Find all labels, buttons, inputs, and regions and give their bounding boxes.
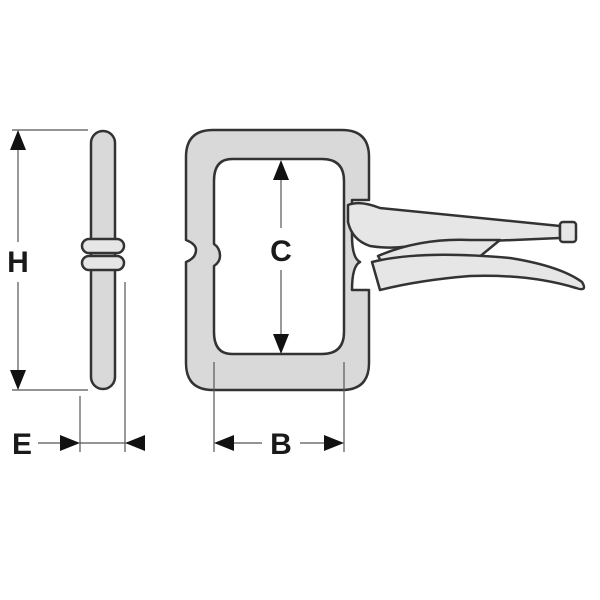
dimension-jaw-depth: C: [270, 160, 292, 354]
side-ring-lower: [80, 254, 126, 272]
lower-handle: [370, 253, 586, 292]
arrow-up-icon: [10, 130, 26, 150]
thickness-label: E: [12, 428, 32, 461]
arrow-down-icon: [273, 334, 289, 354]
arrow-right-icon: [324, 435, 344, 451]
dimension-height: H: [7, 129, 88, 391]
side-ring-upper: [80, 237, 126, 255]
clamp-front-view: [184, 128, 586, 392]
dimension-jaw-width: B: [213, 362, 345, 461]
arrow-up-icon: [273, 160, 289, 180]
depth-label: C: [270, 235, 292, 268]
clamp-side-view: [80, 129, 126, 391]
clamp-frame: [184, 128, 371, 392]
arrow-right-icon: [60, 435, 80, 451]
arrow-left-icon: [214, 435, 234, 451]
arrow-left-icon: [125, 435, 145, 451]
arrow-down-icon: [10, 370, 26, 390]
dimension-thickness: E: [12, 282, 145, 461]
height-label: H: [7, 246, 29, 279]
adjustment-screw-icon: [558, 220, 578, 244]
width-label: B: [270, 428, 292, 461]
